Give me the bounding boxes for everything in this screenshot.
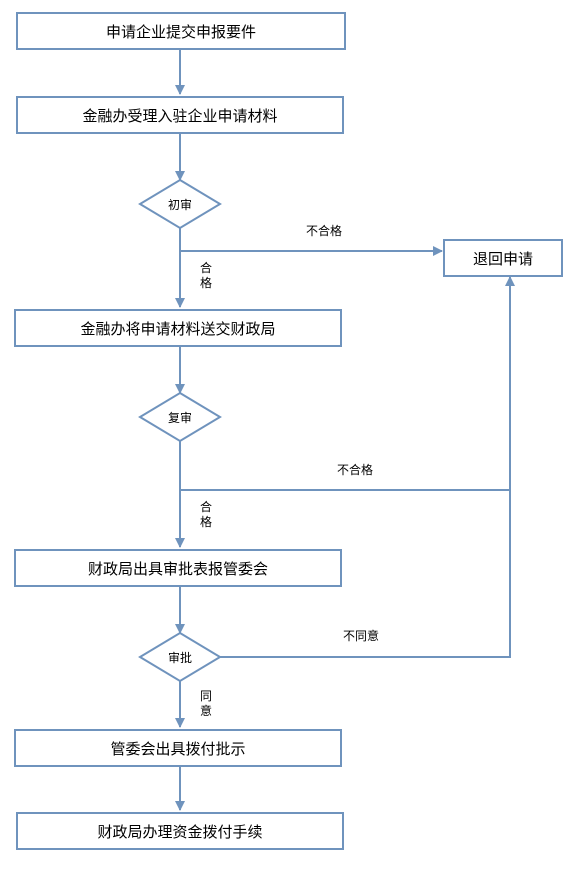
node-disbursement-instruction: 管委会出具拨付批示 (14, 729, 342, 767)
decision-initial-review: 初审 (167, 198, 192, 212)
diamond-d1 (138, 178, 222, 230)
decision-second-review: 复审 (167, 411, 192, 425)
node-approval-form: 财政局出具审批表报管委会 (14, 549, 342, 587)
decision-approval: 审批 (167, 651, 192, 665)
node-disbursement-procedure: 财政局办理资金拨付手续 (16, 812, 344, 850)
edge-label-d3-pass: 同意 (199, 689, 212, 718)
node-forward-to-finance: 金融办将申请材料送交财政局 (14, 309, 342, 347)
edge-label-d3-fail: 不同意 (343, 629, 380, 643)
node-label: 财政局办理资金拨付手续 (97, 822, 263, 841)
node-return-application: 退回申请 (443, 239, 563, 277)
diamond-d3 (138, 631, 222, 683)
node-accept-materials: 金融办受理入驻企业申请材料 (16, 96, 344, 134)
edge-label-d2-fail: 不合格 (337, 463, 374, 477)
edge-label-d1-pass: 合格 (199, 261, 212, 290)
edge-label-d1-fail: 不合格 (306, 224, 343, 238)
node-label: 退回申请 (472, 249, 533, 268)
node-submit-documents: 申请企业提交申报要件 (16, 12, 346, 50)
node-label: 金融办受理入驻企业申请材料 (82, 106, 278, 125)
node-label: 金融办将申请材料送交财政局 (80, 319, 276, 338)
edge-label-d2-pass: 合格 (199, 500, 212, 529)
node-label: 管委会出具拨付批示 (110, 739, 246, 758)
node-label: 申请企业提交申报要件 (105, 22, 256, 41)
arrow-d3-reject (220, 276, 515, 658)
diamond-d2 (138, 391, 222, 443)
node-label: 财政局出具审批表报管委会 (87, 559, 268, 578)
